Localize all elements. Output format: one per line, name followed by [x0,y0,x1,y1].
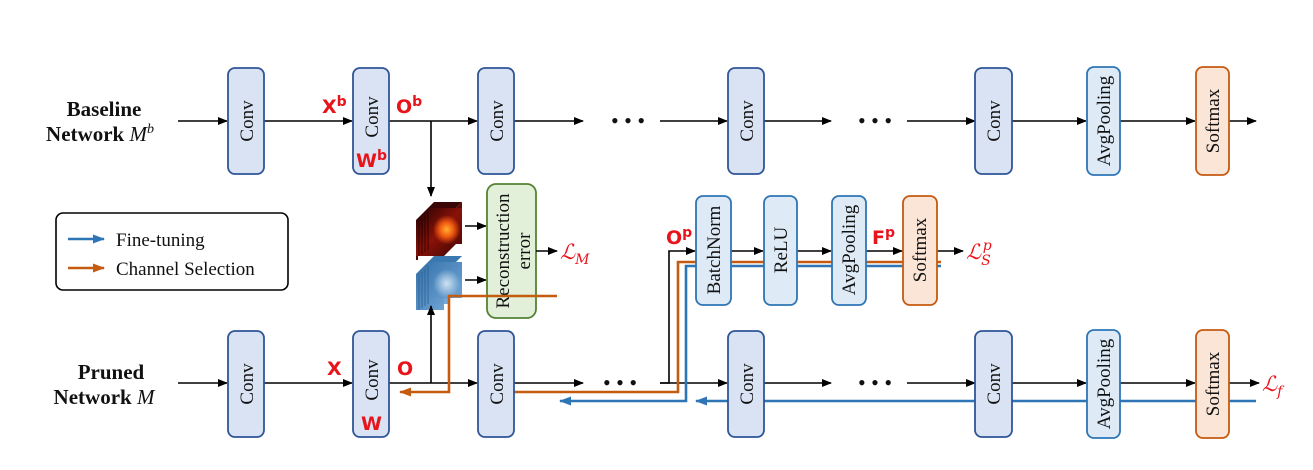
channel-selection-path-branch [514,260,941,394]
baseline-block-avgpooling: AvgPooling [1086,66,1121,176]
baseline-block-softmax: Softmax [1195,66,1230,176]
branch-block-softmax: Softmax [902,195,938,306]
pruned-block-avgpooling: AvgPooling [1086,329,1121,439]
svg-text:Conv: Conv [487,363,508,405]
svg-text:Channel Selection: Channel Selection [116,259,255,280]
baseline-var-x: Xb [322,94,347,118]
svg-text:Softmax: Softmax [1203,351,1224,416]
pruned-block-conv-4: Conv [727,330,765,438]
baseline-block-conv-5: Conv [974,67,1013,175]
pruned-label-line1: Pruned [78,360,145,384]
baseline-block-conv-1: Conv [227,67,265,175]
svg-text:Conv: Conv [362,359,383,401]
legend-box [55,212,289,291]
svg-text:Conv: Conv [237,363,258,405]
fine-tuning-path-branch [559,264,941,406]
legend-item-fine-tuning: Fine-tuning [68,230,205,251]
pruned-label-line2: Network [54,385,137,409]
baseline-var-w: Wb [356,148,387,172]
svg-text:BatchNorm: BatchNorm [704,205,725,294]
fine-tuning-loss-label: ℒf [1262,372,1285,400]
svg-text:error: error [514,232,535,270]
branch-var-o: Op [666,225,692,249]
pruned-block-softmax: Softmax [1195,329,1230,439]
baseline-block-conv-3: Conv [477,67,515,175]
svg-text:Network M: Network M [54,385,156,409]
channel-selection-branch: BatchNorm ReLU AvgPooling Softmax Op Fp … [666,195,992,306]
pruned-feature-maps [416,256,462,310]
svg-text:Conv: Conv [737,363,758,405]
svg-text:AvgPooling: AvgPooling [839,204,860,295]
pruned-row: • • • • • • Conv Conv Conv [178,247,1285,439]
baseline-row: • • • • • • Conv Conv Conv Conv Conv [178,66,1257,176]
reconstruction-loss-label: ℒM [560,240,590,268]
branch-block-batchnorm: BatchNorm [695,195,732,306]
pruned-var-x: X [327,358,342,380]
baseline-label-line2: Network [46,122,129,146]
svg-text:Conv: Conv [984,100,1005,142]
baseline-var-o: Ob [396,94,422,118]
branch-block-relu: ReLU [763,195,798,306]
svg-text:Conv: Conv [984,363,1005,405]
legend: Fine-tuning Channel Selection [55,212,289,291]
svg-text:Reconstruction: Reconstruction [493,193,514,309]
svg-text:Conv: Conv [362,96,383,138]
pruned-ellipsis-2: • • • [858,370,892,395]
pruned-block-conv-1: Conv [227,330,265,438]
svg-text:AvgPooling: AvgPooling [1094,338,1115,429]
svg-text:Conv: Conv [487,100,508,142]
reconstruction-error-block: Reconstruction error [486,183,537,319]
channel-selection-path-recon [399,294,557,397]
pruned-block-conv-5: Conv [974,330,1013,438]
baseline-block-conv-2: Conv [352,67,390,175]
branch-block-avgpooling: AvgPooling [831,195,867,306]
svg-text:Fine-tuning: Fine-tuning [116,230,205,251]
svg-text:Network Mb: Network Mb [46,122,154,146]
baseline-block-conv-4: Conv [727,67,765,175]
baseline-ellipsis: • • • [611,108,645,133]
branch-var-f: Fp [872,225,895,249]
svg-text:Conv: Conv [237,100,258,142]
pruned-block-conv-2: Conv [352,330,390,438]
svg-text:Conv: Conv [737,100,758,142]
baseline-feature-maps [416,202,462,260]
branch-arrow-to-batchnorm [660,247,696,384]
pruned-network-label: Pruned Network M [54,360,156,409]
selection-loss-label: ℒSp [966,238,992,269]
pruned-block-conv-3: Conv [477,330,515,438]
legend-item-channel-selection: Channel Selection [68,259,255,280]
svg-text:Softmax: Softmax [1203,88,1224,153]
svg-text:AvgPooling: AvgPooling [1094,75,1115,166]
svg-text:Softmax: Softmax [910,217,931,282]
svg-text:ReLU: ReLU [771,227,792,274]
pruned-var-w: W [361,413,382,435]
pruned-var-o: O [397,358,413,380]
baseline-ellipsis-2: • • • [858,108,892,133]
baseline-network-label: Baseline Network Mb [46,97,154,146]
baseline-label-line1: Baseline [67,97,142,121]
